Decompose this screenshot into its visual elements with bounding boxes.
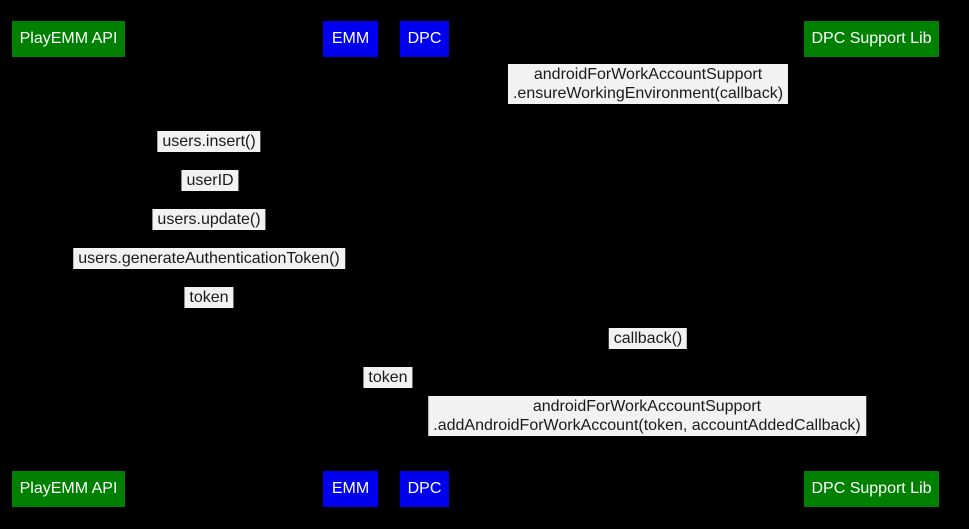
actor-dpc-bottom: DPC <box>400 471 449 507</box>
message-token-to-emm: token <box>184 287 234 308</box>
message-callback: callback() <box>608 328 688 349</box>
message-line: .ensureWorkingEnvironment(callback) <box>512 85 784 102</box>
message-users-insert: users.insert() <box>157 131 261 152</box>
actor-playemm-api-bottom: PlayEMM API <box>12 471 125 507</box>
message-user-id: userID <box>181 170 239 191</box>
actor-dpc-support-lib-top: DPC Support Lib <box>804 21 939 57</box>
message-add-android-for-work-account: androidForWorkAccountSupport .addAndroid… <box>428 396 866 436</box>
message-line: .addAndroidForWorkAccount(token, account… <box>433 417 861 434</box>
message-users-update: users.update() <box>152 209 266 230</box>
message-ensure-working-environment: androidForWorkAccountSupport .ensureWork… <box>507 64 789 104</box>
message-token-to-dpc: token <box>363 367 413 388</box>
message-line: androidForWorkAccountSupport <box>532 398 762 415</box>
actor-emm-top: EMM <box>323 21 378 57</box>
message-line: androidForWorkAccountSupport <box>533 66 763 83</box>
actor-emm-bottom: EMM <box>323 471 378 507</box>
actor-dpc-top: DPC <box>400 21 449 57</box>
actor-playemm-api-top: PlayEMM API <box>12 21 125 57</box>
actor-dpc-support-lib-bottom: DPC Support Lib <box>804 471 939 507</box>
message-generate-authentication-token: users.generateAuthenticationToken() <box>73 248 345 269</box>
